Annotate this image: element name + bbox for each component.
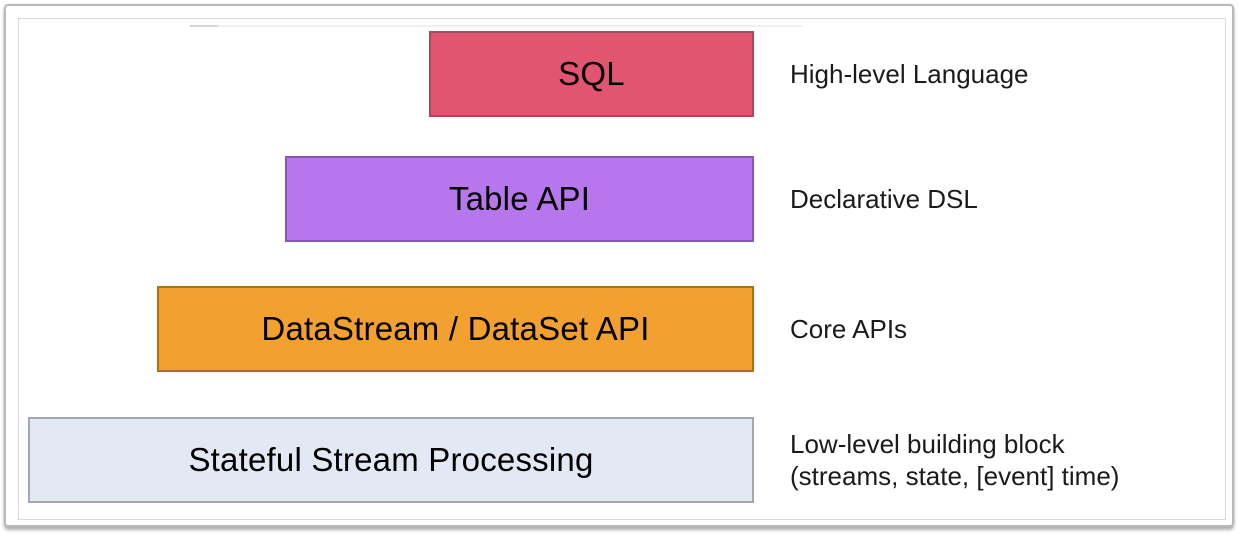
layer-label-table-api: Table API	[448, 180, 591, 217]
faint-divider-line	[190, 25, 802, 27]
layer-box-sql: SQL	[429, 31, 754, 117]
layer-annotation-table-api: Declarative DSL	[790, 183, 978, 214]
layer-annotation-core-apis: Core APIs	[790, 313, 908, 344]
layer-box-stateful-stream-processing: Stateful Stream Processing	[28, 417, 754, 503]
layer-label-stateful-stream-processing: Stateful Stream Processing	[188, 441, 594, 478]
layer-label-datastream-dataset-api: DataStream / DataSet API	[261, 310, 650, 347]
layer-box-table-api: Table API	[285, 156, 754, 242]
layer-box-datastream-dataset-api: DataStream / DataSet API	[157, 286, 754, 372]
layer-label-sql: SQL	[558, 55, 625, 92]
layer-annotation-low-level-building-block: Low-level building block (streams, state…	[790, 428, 1120, 491]
layer-annotation-sql: High-level Language	[790, 58, 1029, 89]
